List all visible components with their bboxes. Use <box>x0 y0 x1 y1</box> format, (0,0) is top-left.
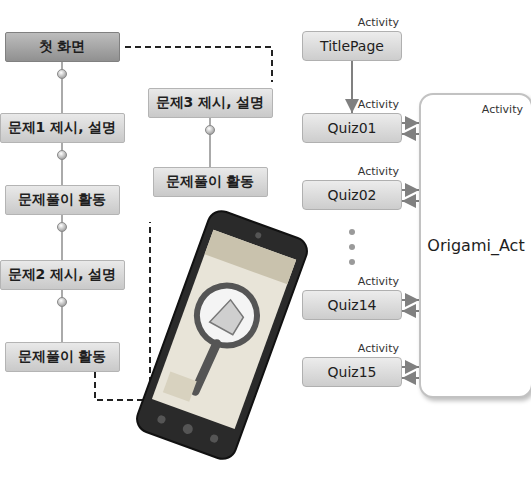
step-box: 문제풀이 활동 <box>153 167 268 197</box>
type-label: Activity <box>482 103 523 116</box>
box-label: 문제풀이 활동 <box>18 348 107 366</box>
box-label: 문제풀이 활동 <box>166 173 255 191</box>
start-box: 첫 화면 <box>5 32 120 62</box>
phone-illustration <box>133 207 311 462</box>
flow-arrow <box>402 310 419 312</box>
flow-line <box>61 215 63 260</box>
step-box: 문제풀이 활동 <box>5 342 120 372</box>
flow-arrow <box>402 377 419 379</box>
activity-box: ActivityQuiz01 <box>302 113 402 143</box>
activity-container: ActivityOrigami_Act <box>419 93 531 398</box>
box-label: Quiz01 <box>328 120 377 136</box>
step-box: 문제풀이 활동 <box>5 185 120 215</box>
ellipsis-dots <box>349 229 355 265</box>
flow-arrow <box>402 122 419 124</box>
box-label: Quiz14 <box>328 297 377 313</box>
type-label: Activity <box>358 342 399 355</box>
connector-knob <box>206 126 215 135</box>
activity-box: ActivityQuiz14 <box>302 290 402 320</box>
flow-arrow <box>402 200 419 202</box>
type-label: Activity <box>358 165 399 178</box>
activity-box: ActivityQuiz15 <box>302 357 402 387</box>
step-box: 문제3 제시, 설명 <box>148 88 273 118</box>
dashed-bracket <box>95 222 150 400</box>
box-label: 문제3 제시, 설명 <box>156 94 265 112</box>
box-label: 문제1 제시, 설명 <box>8 119 117 137</box>
dashed-bracket <box>125 47 272 82</box>
box-label: TitlePage <box>320 38 384 54</box>
flow-arrow <box>402 366 419 368</box>
connector-knob <box>58 70 67 79</box>
box-label: Quiz02 <box>328 187 377 203</box>
activity-box: ActivityQuiz02 <box>302 180 402 210</box>
step-box: 문제1 제시, 설명 <box>0 113 125 143</box>
step-box: 문제2 제시, 설명 <box>0 260 125 290</box>
activity-box: ActivityTitlePage <box>302 31 402 61</box>
box-label: Quiz15 <box>328 364 377 380</box>
flow-line <box>61 143 63 185</box>
flow-arrow <box>402 299 419 301</box>
connector-knob <box>58 298 67 307</box>
box-label: 문제풀이 활동 <box>18 191 107 209</box>
box-label: 문제2 제시, 설명 <box>8 266 117 284</box>
flow-arrow <box>402 133 419 135</box>
type-label: Activity <box>358 275 399 288</box>
box-label: Origami_Act <box>427 236 524 255</box>
flow-arrow <box>351 61 353 113</box>
type-label: Activity <box>358 16 399 29</box>
connector-knob <box>58 151 67 160</box>
flow-arrow <box>402 189 419 191</box>
type-label: Activity <box>358 98 399 111</box>
connector-knob <box>58 223 67 232</box>
box-label: 첫 화면 <box>39 38 86 56</box>
